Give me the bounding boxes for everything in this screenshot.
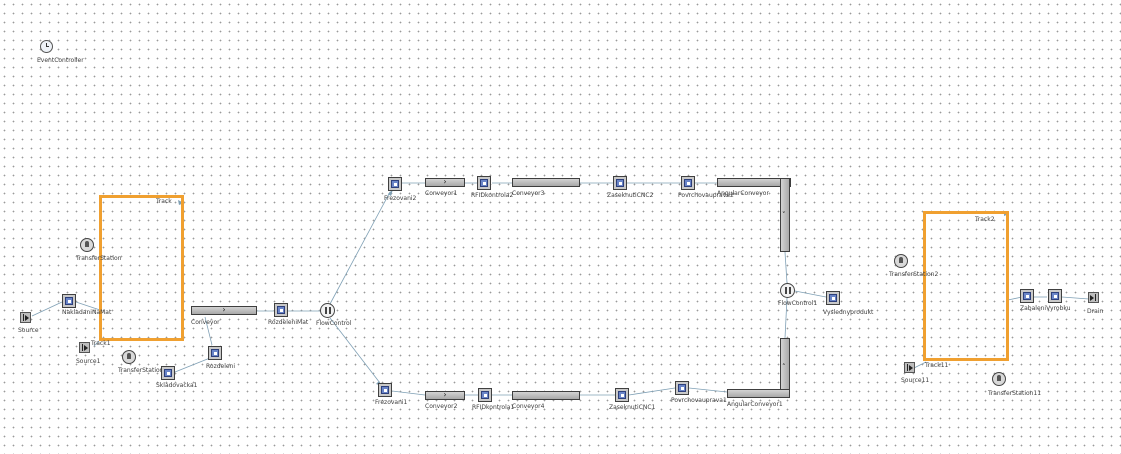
baleni-station[interactable] xyxy=(1020,289,1034,303)
rfid-bottom-station[interactable] xyxy=(478,388,492,402)
skladovacka-label: Skladovacka1 xyxy=(156,382,198,389)
connector-bot-6 xyxy=(688,387,728,393)
connector-vyrobek-drain xyxy=(1061,296,1090,300)
vysledny-produkt-label: Vyslednyprodukt xyxy=(823,309,874,316)
rozdeleni-mat-station[interactable] xyxy=(274,303,288,317)
povrchova-bottom-station[interactable] xyxy=(675,381,689,395)
conveyor3-top-label: Conveyor3 xyxy=(512,190,545,197)
connector-bot-5 xyxy=(628,387,676,396)
rfid-top-label: RFIDkontrola2 xyxy=(471,192,514,199)
source1-block[interactable] xyxy=(79,342,90,353)
rfid-top-station[interactable] xyxy=(477,176,491,190)
transfer-station-b-label: TransferStation xyxy=(118,367,164,374)
connector-flow1-vysledny xyxy=(794,290,827,298)
flow-control-label: FlowControl xyxy=(316,320,352,327)
angular-top-horizontal[interactable] xyxy=(717,178,791,187)
baleni-station-2[interactable] xyxy=(1048,289,1062,303)
connector-track-baleni xyxy=(1007,296,1023,301)
connector-angular-flow1 xyxy=(784,251,788,284)
frezovani1-station[interactable] xyxy=(378,383,392,397)
source11-label: Source11 xyxy=(901,377,930,384)
rozdeleni-label: Rozdeleni xyxy=(206,363,236,370)
rozdeleni-mat-label: RozdeleniMat xyxy=(268,319,309,326)
rozdeleni-station[interactable] xyxy=(208,346,222,360)
connector-angular1-flow1 xyxy=(784,297,788,339)
source11-block[interactable] xyxy=(904,362,915,373)
transfer-station-b[interactable] xyxy=(122,350,136,364)
flow-control[interactable] xyxy=(320,303,335,318)
flow-control1-label: FlowControl1 xyxy=(778,300,818,307)
conveyor-left-label: Conveyor xyxy=(191,319,220,326)
vysledny-produkt-station[interactable] xyxy=(826,291,840,305)
chevron-right-icon: › xyxy=(443,177,447,186)
connector-flow-frezovani2 xyxy=(329,191,391,305)
transfer-station11-label: TransferStation11 xyxy=(988,390,1042,397)
connector-source11-track xyxy=(913,361,927,369)
track2-label: Track2 xyxy=(975,216,995,223)
angular-top-label: AngularConveyor xyxy=(717,190,769,197)
conveyor2-bottom-label: Conveyor2 xyxy=(425,403,458,410)
track11-label: Track11 xyxy=(925,362,949,369)
povrchova-bottom-label: Povrchovauprava1 xyxy=(671,397,727,404)
drain-label: Drain xyxy=(1087,308,1104,315)
conveyor1-top-label: Conveyor1 xyxy=(425,190,458,197)
nakladani-station[interactable] xyxy=(62,294,76,308)
track-label: Track xyxy=(156,198,172,205)
frezovani2-station[interactable] xyxy=(388,177,402,191)
skladovacka-station[interactable] xyxy=(161,366,175,380)
chevron-right-icon: › xyxy=(443,390,447,399)
track1-label: Track1 xyxy=(91,340,111,347)
track-loop-right[interactable] xyxy=(923,211,1009,361)
frezovani2-label: Frezovani2 xyxy=(384,195,417,202)
angular-bottom-label: AngularConveyor1 xyxy=(727,401,783,408)
connector-track-source1 xyxy=(93,339,101,347)
connector-flow-frezovani1 xyxy=(329,317,381,384)
track-loop-left[interactable] xyxy=(99,195,184,341)
conveyor-left[interactable]: › xyxy=(191,305,257,315)
frezovani1-label: Frezovani1 xyxy=(375,399,408,406)
connector-nakladac-track xyxy=(75,301,101,311)
angular-top-vertical[interactable]: ˅ xyxy=(780,178,790,252)
transfer-station2-label: TransferStation2 xyxy=(889,271,939,278)
chevron-down-icon: ˅ xyxy=(782,211,786,219)
zaseknuti-top-station[interactable] xyxy=(613,176,627,190)
transfer-station-a-label: TransferStation xyxy=(76,255,122,262)
drain-block[interactable] xyxy=(1088,292,1099,303)
chevron-right-icon: › xyxy=(222,305,226,314)
connector-conveyor-up xyxy=(204,316,213,346)
source-block[interactable] xyxy=(20,312,31,323)
connector-bot-1 xyxy=(391,390,426,396)
povrchova-top-station[interactable] xyxy=(681,176,695,190)
povrchova-top-label: Povrchovauprava2 xyxy=(678,192,734,199)
source-label: Source xyxy=(18,327,39,334)
zaseknuti-bottom-station[interactable] xyxy=(615,388,629,402)
angular-bottom-horizontal[interactable] xyxy=(727,389,790,398)
rfid-bottom-label: RFIDkontrola1 xyxy=(472,404,515,411)
conveyor4-bottom[interactable] xyxy=(512,391,580,400)
clock-icon[interactable] xyxy=(40,40,53,53)
connector-source-nakladac xyxy=(31,301,63,317)
transfer-station-a[interactable] xyxy=(80,238,94,252)
event-controller-label: EventController xyxy=(37,57,84,64)
flow-control1[interactable] xyxy=(780,283,795,298)
zaseknuti-bottom-label: ZaseknutiCNC1 xyxy=(609,404,656,411)
transfer-station11[interactable] xyxy=(992,372,1006,386)
transfer-station2[interactable] xyxy=(894,254,908,268)
conveyor2-bottom[interactable]: › xyxy=(425,390,465,400)
baleni-label: ZabaleniVyrobku xyxy=(1020,305,1071,312)
conveyor4-bottom-label: Conveyor4 xyxy=(512,403,545,410)
conveyor3-top[interactable] xyxy=(512,178,580,187)
nakladani-label: NakladaniNaMat xyxy=(62,309,112,316)
source1-label: Source1 xyxy=(76,358,101,365)
chevron-up-icon: ˄ xyxy=(782,363,786,371)
connector-skladovacka-rozdeleni xyxy=(174,357,211,373)
conveyor1-top[interactable]: › xyxy=(425,177,465,187)
zaseknuti-top-label: ZaseknutiCNC2 xyxy=(607,192,654,199)
